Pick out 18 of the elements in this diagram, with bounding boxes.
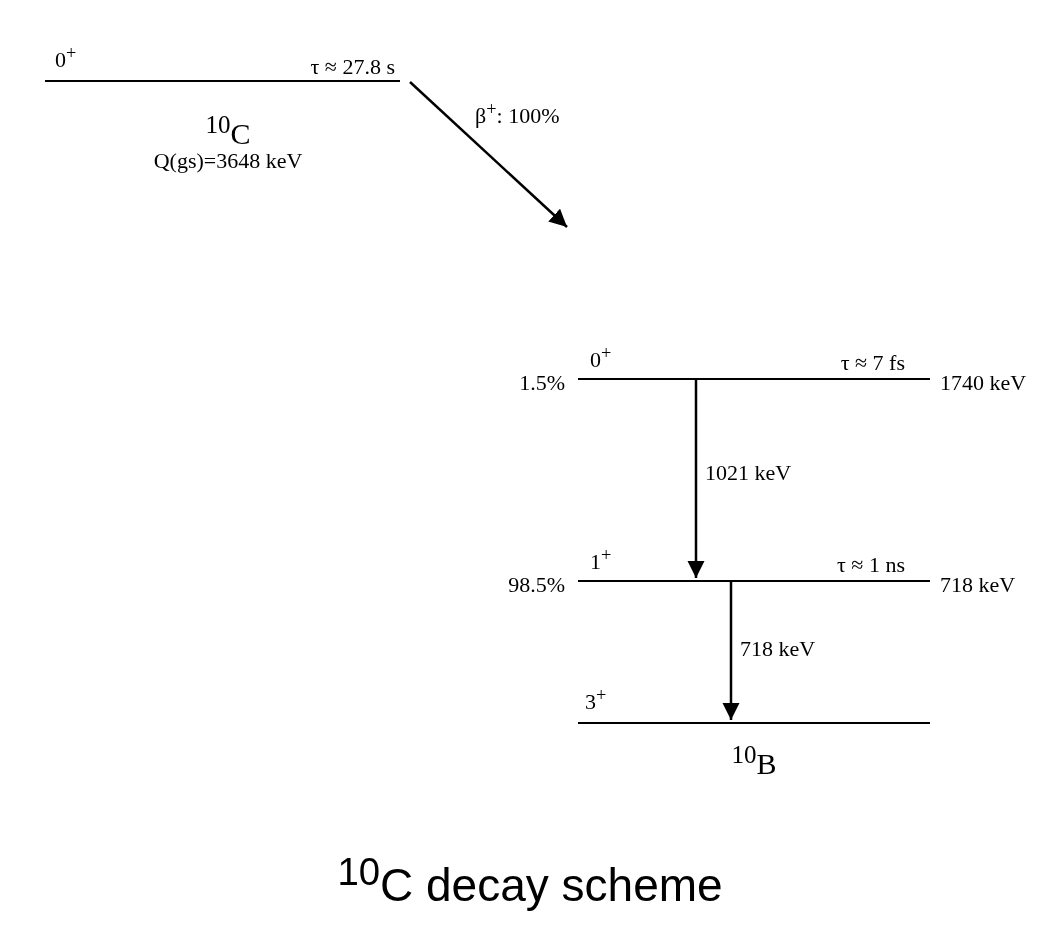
energy-label: 718 keV (940, 574, 1016, 596)
transition-arrow (722, 581, 740, 720)
nucleus-label: $^{10}$C (205, 112, 251, 149)
lifetime-label: τ ≈ 7 fs (840, 352, 905, 374)
transition-arrow (687, 379, 705, 578)
energy-label: 1740 keV (940, 372, 1027, 394)
spin-parity-label: 1$^{+}$ (590, 546, 612, 574)
caption: $^{10}$C decay scheme (337, 859, 723, 912)
spin-parity-label: 0$^{+}$ (55, 44, 77, 72)
lifetime-label: τ ≈ 27.8 s (310, 56, 395, 78)
lifetime-label: τ ≈ 1 ns (837, 554, 905, 576)
branching-ratio-label: 1.5% (519, 372, 565, 394)
branching-ratio-label: 98.5% (508, 574, 565, 596)
spin-parity-label: 0$^{+}$ (590, 344, 612, 372)
transition-arrow (409, 81, 568, 228)
q-value-label: Q(gs)=3648 keV (153, 150, 303, 172)
spin-parity-label: 3$^{+}$ (585, 686, 607, 714)
nucleus-label: $^{10}$B (731, 742, 777, 779)
